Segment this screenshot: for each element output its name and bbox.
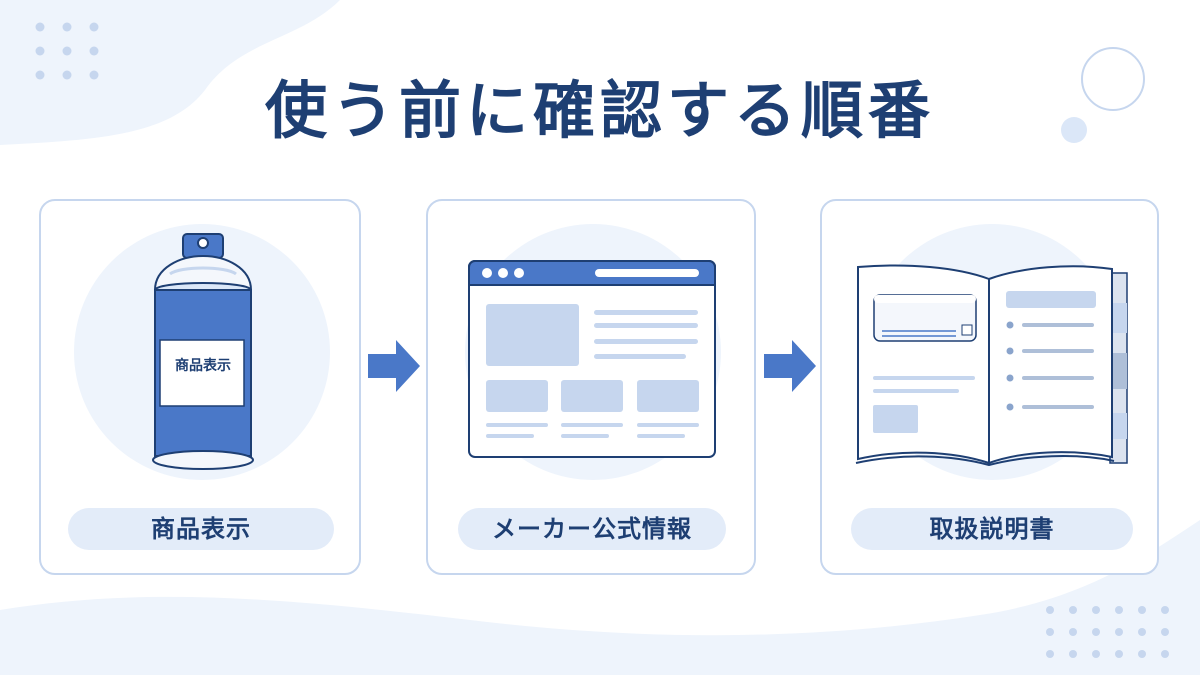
arrow-right-icon bbox=[764, 340, 816, 392]
step-label: 取扱説明書 bbox=[851, 508, 1133, 550]
ring-decoration bbox=[1081, 47, 1145, 111]
dot-grid-top-left bbox=[35, 22, 99, 80]
step-label: メーカー公式情報 bbox=[458, 508, 726, 550]
bottom-wave bbox=[0, 520, 1200, 675]
can-label: 商品表示 bbox=[175, 358, 231, 374]
manual-book-icon bbox=[855, 264, 1128, 467]
dot-decoration bbox=[1061, 117, 1087, 143]
top-left-blob bbox=[0, 0, 340, 145]
spray-can-icon bbox=[152, 233, 254, 470]
step-label: 商品表示 bbox=[68, 508, 334, 550]
dot-grid-bottom-right bbox=[1046, 606, 1169, 658]
web-browser-icon bbox=[468, 260, 716, 458]
page-title: 使う前に確認する順番 bbox=[264, 74, 935, 147]
arrow-right-icon bbox=[368, 340, 420, 392]
